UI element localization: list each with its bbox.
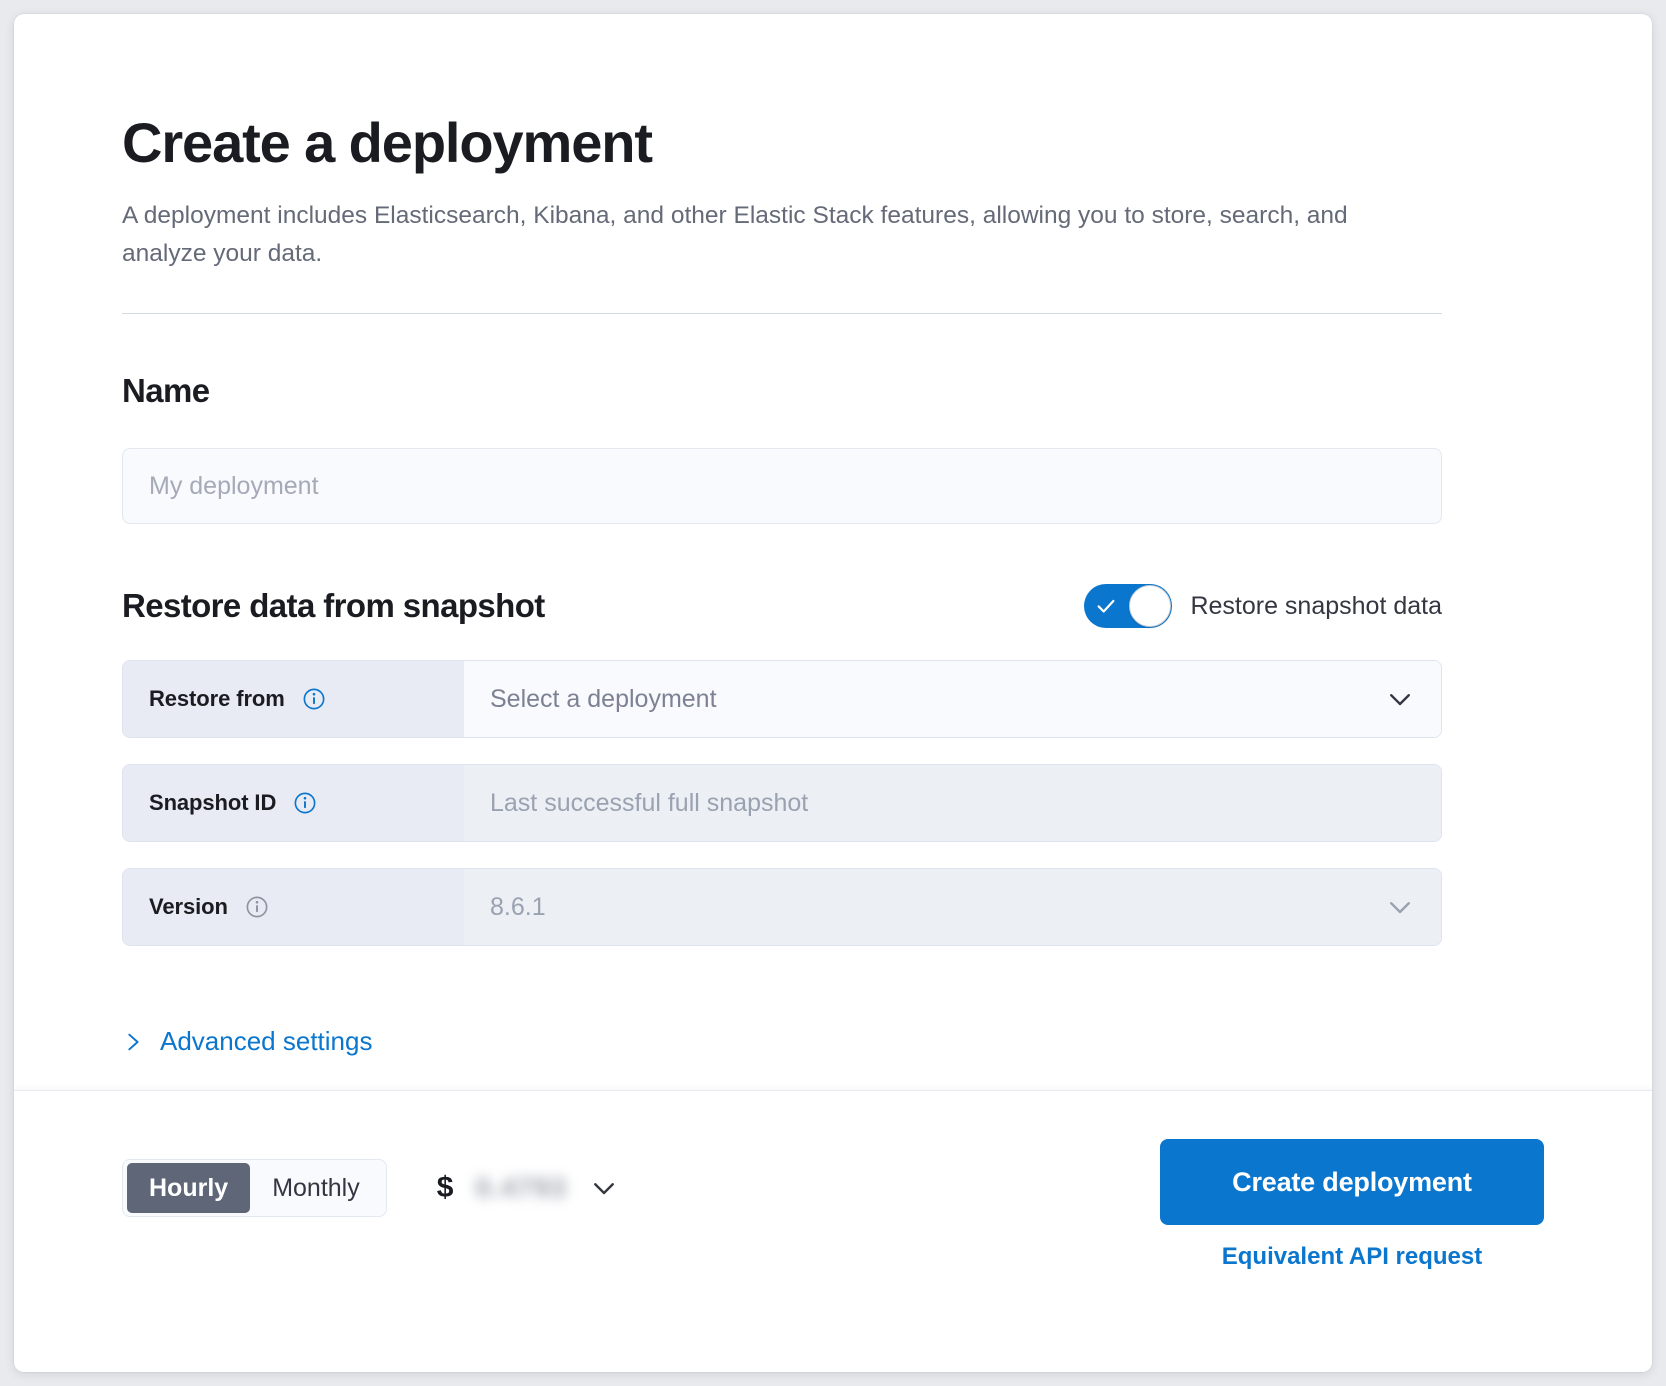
row-label-version: Version [123, 869, 464, 946]
row-label-text: Restore from [149, 686, 285, 712]
deployment-name-placeholder: My deployment [149, 471, 319, 500]
row-label-snapshot-id: Snapshot ID [123, 765, 464, 842]
currency-symbol: $ [436, 1171, 454, 1204]
chevron-right-icon [128, 1033, 139, 1050]
deployment-name-input[interactable]: My deployment [122, 448, 1442, 525]
restore-form-rows: Restore from Select a deployment [122, 660, 1442, 947]
billing-option-hourly[interactable]: Hourly [127, 1163, 251, 1213]
form-row-version[interactable]: Version 8.6.1 [122, 868, 1442, 947]
footer-actions: Create deployment Equivalent API request [1160, 1139, 1544, 1271]
restore-toggle-group[interactable]: Restore snapshot data [1084, 584, 1442, 629]
version-value: 8.6.1 [490, 892, 546, 921]
info-icon[interactable] [294, 792, 316, 814]
name-section-title: Name [122, 372, 210, 410]
create-deployment-card: Create a deployment A deployment include… [14, 14, 1652, 1372]
advanced-settings-label: Advanced settings [160, 1026, 373, 1057]
restore-section-title: Restore data from snapshot [122, 587, 545, 625]
page-title: Create a deployment [122, 111, 653, 174]
restore-toggle-label: Restore snapshot data [1190, 591, 1442, 620]
equivalent-api-request-link[interactable]: Equivalent API request [1221, 1243, 1483, 1270]
info-icon[interactable] [246, 896, 268, 918]
price-display[interactable]: $ 0.4793 [437, 1171, 619, 1205]
header-divider [122, 313, 1442, 315]
row-label-text: Version [149, 894, 228, 920]
info-icon[interactable] [303, 688, 325, 710]
form-row-snapshot-id[interactable]: Snapshot ID Last successful full snapsho… [122, 764, 1442, 843]
check-icon [1098, 600, 1115, 613]
footer-bar: Hourly Monthly $ 0.4793 Create deploymen… [14, 1090, 1652, 1372]
restore-from-value: Select a deployment [490, 684, 717, 713]
chevron-down-icon[interactable] [1385, 684, 1415, 714]
row-label-text: Snapshot ID [149, 790, 277, 816]
restore-section-header: Restore data from snapshot Restore snaps… [122, 584, 1442, 629]
chevron-down-icon[interactable] [589, 1173, 619, 1203]
form-row-restore-from[interactable]: Restore from Select a deployment [122, 660, 1442, 739]
billing-period-toggle[interactable]: Hourly Monthly [122, 1159, 387, 1217]
row-field-version[interactable]: 8.6.1 [464, 869, 1441, 946]
restore-snapshot-toggle[interactable] [1084, 584, 1173, 629]
create-deployment-button[interactable]: Create deployment [1160, 1139, 1544, 1225]
form-content: Create a deployment A deployment include… [14, 14, 1652, 1090]
chevron-down-icon[interactable] [1385, 892, 1415, 922]
advanced-settings-link[interactable]: Advanced settings [122, 1026, 372, 1057]
row-label-restore-from: Restore from [123, 661, 464, 738]
row-field-snapshot-id[interactable]: Last successful full snapshot [464, 765, 1441, 842]
row-field-restore-from[interactable]: Select a deployment [464, 661, 1441, 738]
name-section: Name My deployment [122, 372, 1442, 525]
toggle-knob [1129, 585, 1172, 628]
pricing-group: Hourly Monthly $ 0.4793 [122, 1159, 619, 1217]
billing-option-monthly[interactable]: Monthly [272, 1173, 360, 1202]
price-value: 0.4793 [475, 1172, 568, 1203]
snapshot-id-value: Last successful full snapshot [490, 788, 809, 817]
page-description: A deployment includes Elasticsearch, Kib… [122, 201, 1348, 267]
